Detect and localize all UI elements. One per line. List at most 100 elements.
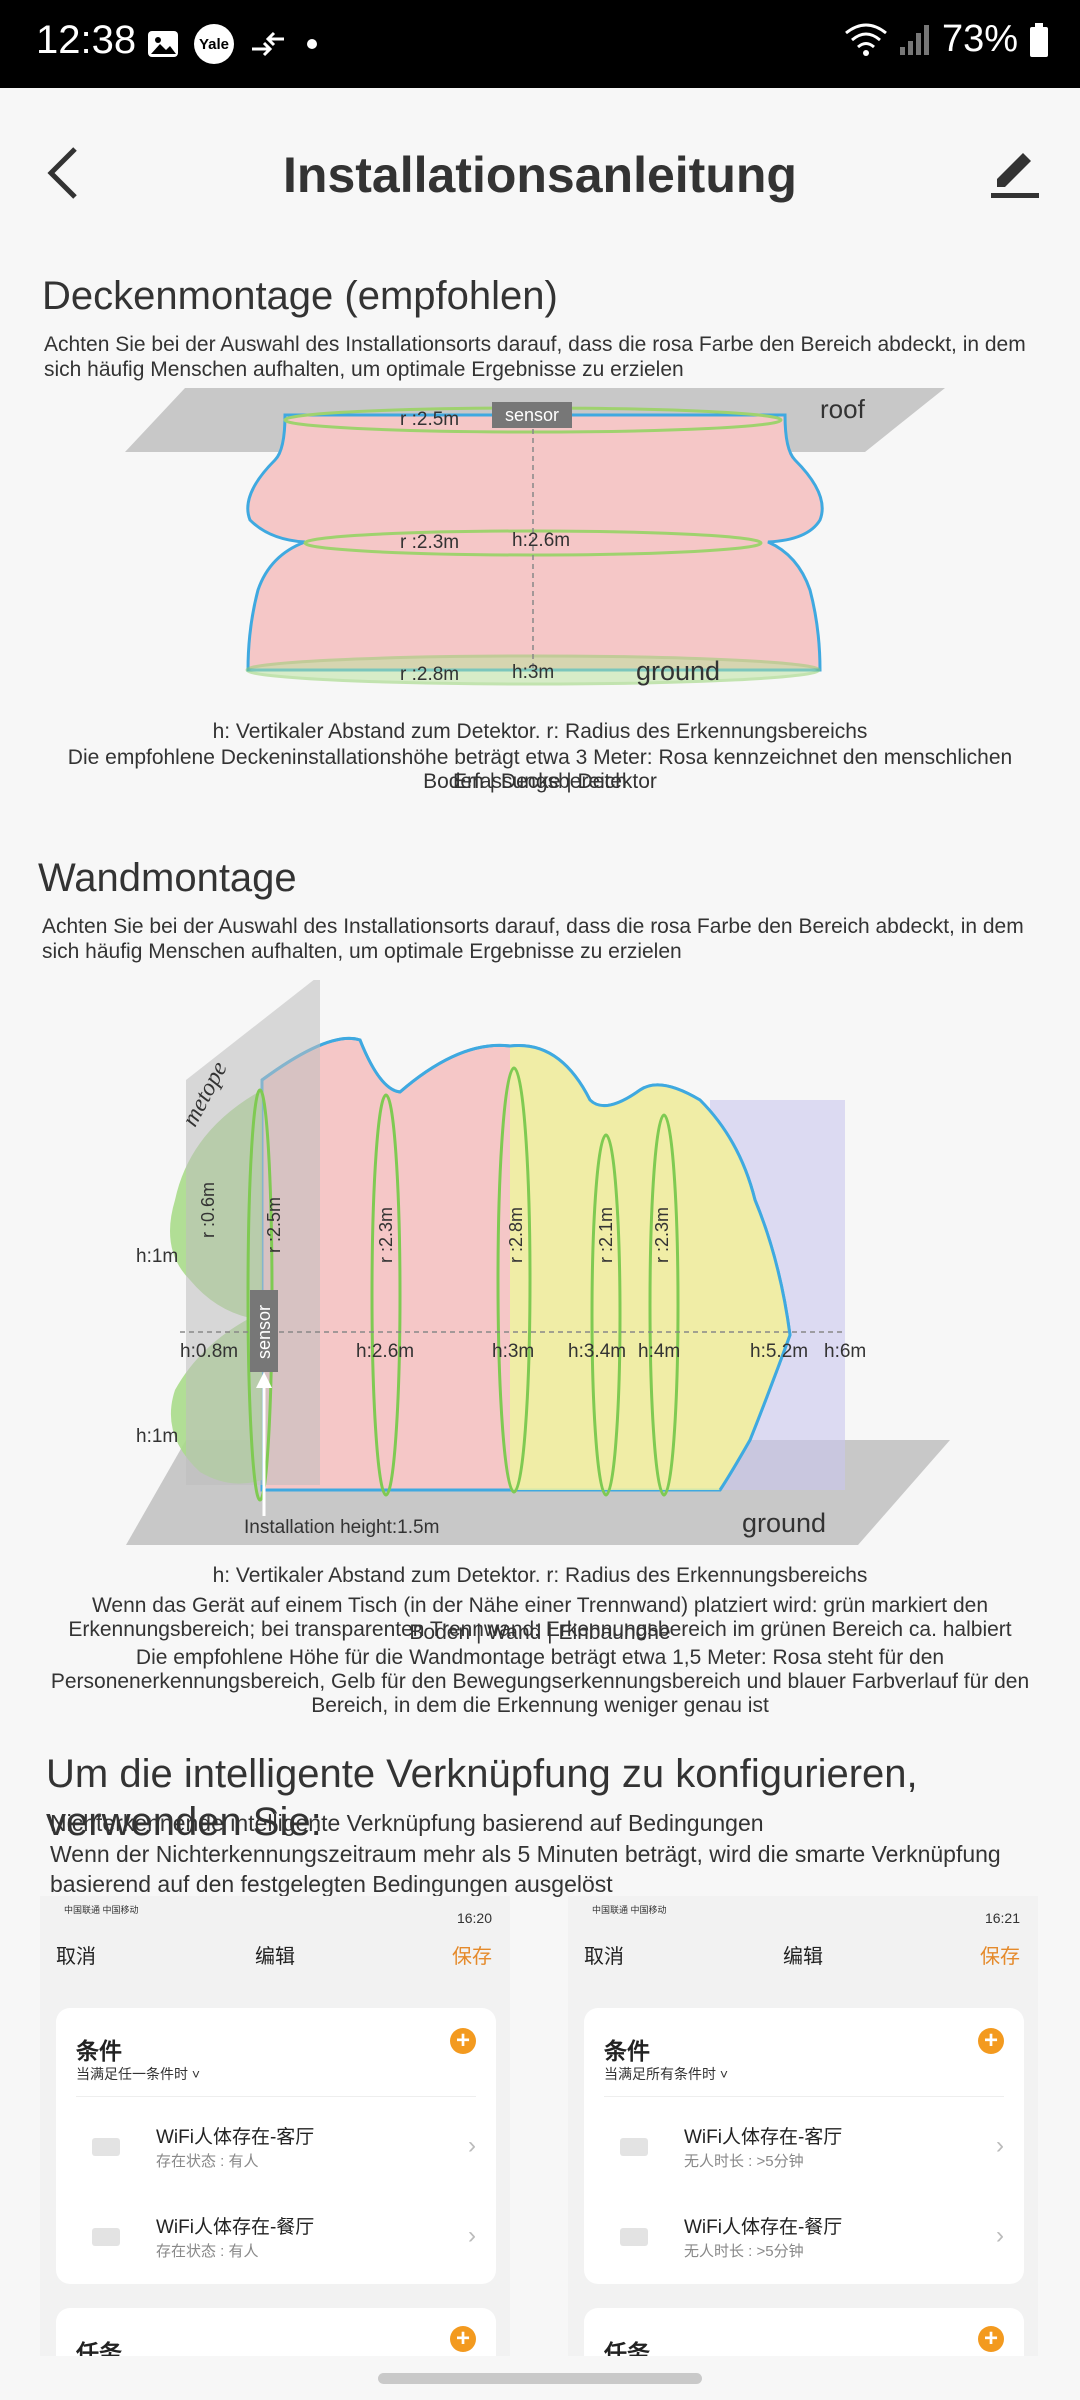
ceiling-r-mid: r :2.3m	[400, 532, 459, 553]
ph-left-row1-status: 存在状态 : 有人	[156, 2153, 259, 2170]
status-bar: 12:38 Yale 73%	[0, 0, 1080, 88]
wall-install-label: Installation height:1.5m	[244, 1517, 439, 1538]
wall-section-desc: Achten Sie bei der Auswahl des Installat…	[42, 915, 1024, 963]
wall-r23b: r :2.3m	[652, 1207, 672, 1263]
battery-percent: 73%	[941, 18, 1018, 60]
ceiling-h-mid: h:2.6m	[512, 530, 570, 551]
ph-right-task-card: 任务 +	[584, 2308, 1024, 2356]
ph-right-nav: 取消 编辑 保存	[568, 1940, 1038, 1980]
ph-left-task-title: 任务	[76, 2340, 122, 2356]
wall-h-top: h:1m	[136, 1246, 178, 1267]
wall-section-title: Wandmontage	[38, 856, 297, 900]
chevron-right-icon: ›	[468, 2222, 476, 2249]
wall-r23a: r :2.3m	[376, 1207, 396, 1263]
ph-right-status: 中国联通 中国移动 16:21	[568, 1902, 1038, 1932]
ph-left-row2-name: WiFi人体存在-餐厅	[156, 2217, 315, 2238]
ceiling-section-title: Deckenmontage (empfohlen)	[42, 274, 558, 318]
wall-caption-4: Die empfohlene Höhe für die Wandmontage …	[135, 1646, 945, 1669]
ph-right-carrier: 中国联通 中国移动	[592, 1905, 667, 1915]
yale-icon-label: Yale	[198, 35, 230, 53]
wall-sensor	[250, 1290, 278, 1372]
transfer-icon	[252, 31, 284, 57]
device-icon	[92, 2138, 120, 2156]
plus-icon: +	[450, 2028, 476, 2054]
plus-icon: +	[978, 2028, 1004, 2054]
divider	[604, 2096, 1004, 2097]
ph-left-save: 保存	[452, 1946, 492, 1968]
smart-link-line-1: Nichterkennende intelligente Verknüpfung…	[50, 1810, 764, 1836]
wall-plane	[186, 980, 320, 1485]
ph-right-task-title: 任务	[604, 2340, 650, 2356]
example-screenshot-right: 中国联通 中国移动 16:21 取消 编辑 保存 条件 当满足所有条件时 ˅ +…	[568, 1896, 1038, 2356]
wall-caption-5: Personenerkennungsbereich, Gelb für den …	[50, 1670, 1030, 1693]
ph-left-carrier: 中国联通 中国移动	[64, 1905, 139, 1915]
example-screenshot-left: 中国联通 中国移动 16:20 取消 编辑 保存 条件 当满足任一条件时 ˅ +…	[40, 1896, 510, 2356]
wall-caption-2: Wenn das Gerät auf einem Tisch (in der N…	[91, 1594, 989, 1617]
yale-icon: Yale	[194, 24, 234, 64]
status-time: 12:38	[36, 18, 137, 62]
ph-right-row2-status: 无人时长 : >5分钟	[684, 2243, 804, 2260]
wall-caption-3b: Boden | Wand | Einbauhöhe	[409, 1621, 671, 1644]
wall-h08: h:0.8m	[180, 1341, 238, 1362]
back-button[interactable]	[28, 138, 98, 208]
ph-left-nav: 取消 编辑 保存	[40, 1940, 510, 1980]
smart-link-heading: Um die intelligente Verknüpfung zu konfi…	[46, 1752, 918, 1844]
wifi-icon	[845, 23, 887, 56]
smart-link-line-2: Wenn der Nichterkennungszeitraum mehr al…	[50, 1841, 1001, 1897]
ph-left-time: 16:20	[456, 1910, 492, 1926]
wall-sensor-label: sensor	[254, 1305, 274, 1359]
status-notification-icons: Yale	[146, 22, 322, 66]
divider	[76, 2096, 476, 2097]
ph-left-row1-name: WiFi人体存在-客厅	[156, 2127, 315, 2148]
ph-right-row1-name: WiFi人体存在-客厅	[684, 2127, 843, 2148]
app-header: Installationsanleitung	[0, 88, 1080, 258]
wall-diagram: sensor metope h:1m h:1m h:0.8m r :0.6m r…	[126, 980, 950, 1545]
wall-r06: r :0.6m	[198, 1182, 218, 1238]
edit-button[interactable]	[980, 138, 1050, 208]
ph-right-cancel: 取消	[584, 1946, 624, 1968]
ph-right-condition-card: 条件 当满足所有条件时 ˅ + WiFi人体存在-客厅 无人时长 : >5分钟 …	[584, 2008, 1024, 2284]
wall-h4: h:4m	[638, 1341, 680, 1362]
wall-r25: r :2.5m	[264, 1197, 284, 1253]
ceiling-caption-3a: Boden | Decke | Detektor	[423, 770, 657, 793]
list-item: WiFi人体存在-客厅 存在状态 : 有人 ›	[56, 2104, 496, 2190]
ceiling-section-desc: Achten Sie bei der Auswahl des Installat…	[44, 333, 1026, 381]
image-icon	[148, 31, 178, 57]
ceiling-sensor	[492, 402, 572, 428]
page-title: Installationsanleitung	[283, 147, 797, 203]
ph-left-cond-sub: 当满足任一条件时 ˅	[76, 2066, 201, 2082]
wall-h34: h:3.4m	[568, 1341, 626, 1362]
ceiling-diagram: sensor roof r :2.5m r :2.3m h:2.6m r :2.…	[125, 388, 945, 686]
ph-right-title: 编辑	[783, 1946, 823, 1968]
ph-left-task-card: 任务 +	[56, 2308, 496, 2356]
wall-caption-3a: Erkennungsbereich; bei transparenten Tre…	[68, 1618, 1012, 1641]
ceiling-h-ground: h:3m	[512, 662, 554, 683]
ph-left-row2-status: 存在状态 : 有人	[156, 2243, 259, 2260]
ph-right-cond-title: 条件	[604, 2038, 650, 2064]
list-item: WiFi人体存在-餐厅 无人时长 : >5分钟 ›	[584, 2194, 1024, 2280]
plus-icon: +	[450, 2326, 476, 2352]
ceiling-caption-3b: Erfassungsbereich	[453, 770, 627, 793]
wall-boundary	[261, 1036, 792, 1491]
plus-icon: +	[978, 2326, 1004, 2352]
ph-right-cond-sub: 当满足所有条件时 ˅	[604, 2066, 729, 2082]
dot-icon	[307, 39, 317, 49]
ceiling-sensor-label: sensor	[505, 405, 559, 425]
ph-right-row1-status: 无人时长 : >5分钟	[684, 2153, 804, 2170]
chevron-right-icon: ›	[996, 2132, 1004, 2159]
device-icon	[620, 2228, 648, 2246]
chevron-left-icon	[47, 147, 77, 199]
ph-left-cancel: 取消	[56, 1946, 96, 1968]
wall-caption-6: Bereich, in dem die Erkennung weniger ge…	[311, 1694, 769, 1717]
roof-label: roof	[820, 394, 866, 424]
wall-r28: r :2.8m	[506, 1207, 526, 1263]
wall-h3: h:3m	[492, 1341, 534, 1362]
ceiling-caption-2: Die empfohlene Deckeninstallationshöhe b…	[67, 746, 1013, 769]
wall-h52: h:5.2m	[750, 1341, 808, 1362]
wall-h6: h:6m	[824, 1341, 866, 1362]
home-indicator[interactable]	[378, 2373, 702, 2384]
ph-right-time: 16:21	[984, 1910, 1020, 1926]
status-right: 73%	[844, 18, 1050, 61]
list-item: WiFi人体存在-客厅 无人时长 : >5分钟 ›	[584, 2104, 1024, 2190]
ceiling-caption-1: h: Vertikaler Abstand zum Detektor. r: R…	[212, 720, 868, 743]
